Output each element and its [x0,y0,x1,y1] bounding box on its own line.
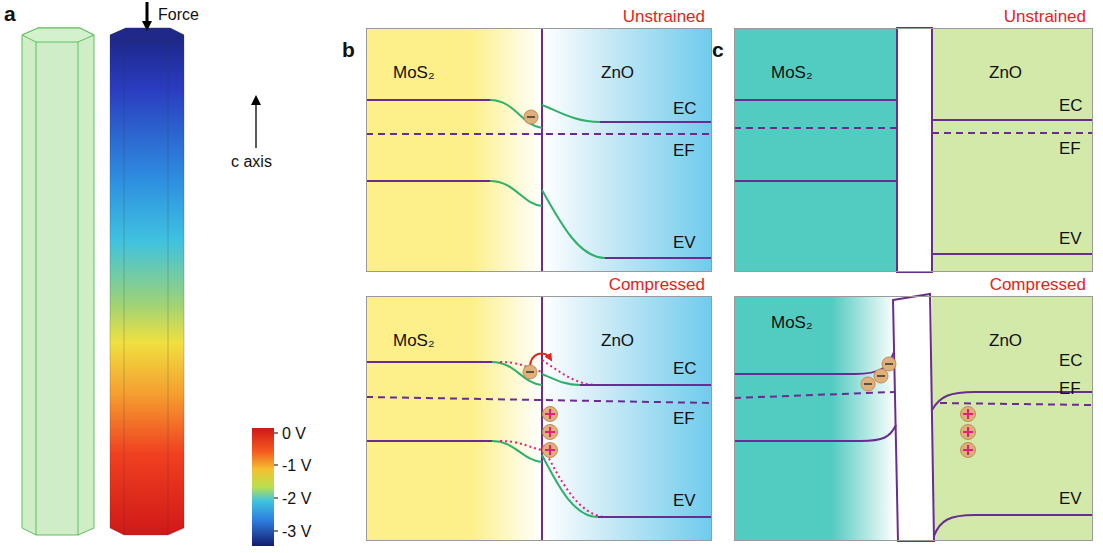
state-heading: Compressed [609,275,705,295]
band-label: EV [1059,489,1082,509]
plain-nanowire [22,28,94,535]
band-diagram-b-compressed [366,296,712,541]
band-label: EF [673,141,695,161]
band-label: EF [1059,139,1081,159]
band-diagram-b-unstrained [366,28,712,272]
band-label: EC [673,359,697,379]
force-label: Force [158,5,199,24]
material-label: MoS₂ [771,313,813,333]
state-heading: Unstrained [623,7,705,27]
c-axis-arrow [255,100,256,148]
state-heading: Unstrained [1004,7,1086,27]
panel-letter: a [4,2,16,26]
material-label: ZnO [989,63,1022,83]
band-label: EF [673,409,695,429]
colorbar-value: 0 V [282,424,306,443]
material-label: MoS₂ [393,331,435,351]
potential-nanowire [110,28,184,535]
band-diagram-c-compressed [734,294,1093,541]
material-label: ZnO [601,331,634,351]
band-label: EC [1059,351,1083,371]
band-label: EV [673,233,696,253]
colorbar [252,428,274,546]
material-label: MoS₂ [393,63,435,83]
colorbar-value: -1 V [282,456,311,475]
colorbar-ticks [274,433,278,531]
band-diagram-c-unstrained [734,28,1093,272]
panel-letter: b [342,38,355,62]
band-diagram-box: CompressedMoS₂ZnOECEFEV [366,296,712,541]
material-label: ZnO [601,63,634,83]
axis-label: c axis [231,152,272,171]
band-label: EV [673,491,696,511]
colorbar-value: -2 V [282,489,311,508]
band-diagram-box: CompressedMoS₂ZnOECEFEV [734,296,1093,541]
state-heading: Compressed [990,275,1086,295]
material-label: ZnO [989,331,1022,351]
band-label: EF [1059,379,1081,399]
band-diagram-box: UnstrainedMoS₂ZnOECEFEV [734,28,1093,272]
force-arrow [146,2,149,26]
colorbar-value: -3 V [282,522,311,541]
band-label: EV [1059,229,1082,249]
band-label: EC [673,99,697,119]
material-label: MoS₂ [771,63,813,83]
panel-letter: c [712,38,724,62]
band-label: EC [1059,96,1083,116]
band-diagram-box: UnstrainedMoS₂ZnOECEFEV [366,28,712,272]
